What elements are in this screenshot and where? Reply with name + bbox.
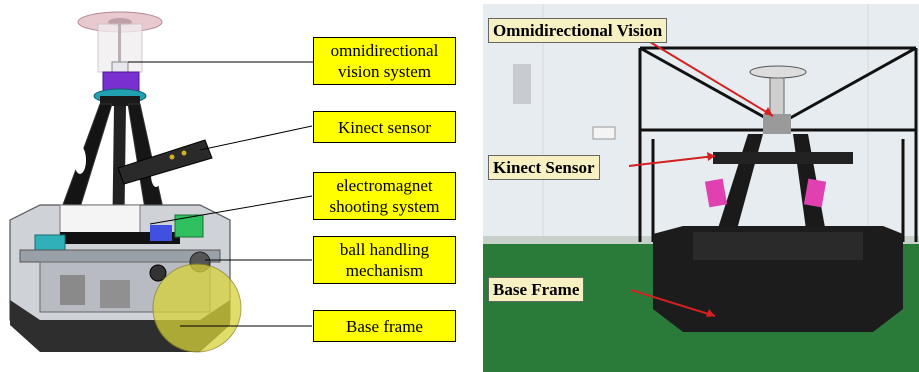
- number-tag-right: [803, 178, 827, 208]
- wall: [483, 4, 919, 244]
- label-omnidirectional-vision: omnidirectional vision system: [313, 37, 456, 85]
- wall-socket: [592, 126, 616, 140]
- leg-cutout-1: [74, 146, 86, 174]
- label-electromagnet: electromagnet shooting system: [313, 172, 456, 220]
- top-hub: [100, 96, 140, 106]
- photo-vision-tube: [769, 77, 785, 119]
- label-electromagnet-line2: shooting system: [329, 197, 440, 216]
- label-base-frame: Base frame: [313, 310, 456, 342]
- label-electromagnet-line1: electromagnet: [336, 176, 433, 195]
- number-tag-left: [704, 178, 728, 208]
- blue-part: [150, 225, 172, 241]
- electromagnet-leader: [149, 195, 313, 225]
- arrow-base: [630, 289, 716, 317]
- label-ball-line2: mechanism: [345, 261, 424, 280]
- arrow-kinect-head: [707, 152, 715, 161]
- motor-left: [60, 275, 85, 305]
- arrow-omni: [639, 35, 774, 117]
- label-ball-line1: ball handling: [339, 240, 430, 259]
- robot-photo: [483, 4, 919, 372]
- kinect-bar: [117, 139, 213, 185]
- kinect-leader: [199, 125, 313, 151]
- photo-label-base-frame: Base Frame: [488, 277, 585, 302]
- motor-center: [100, 280, 130, 308]
- arrow-base-head: [706, 309, 715, 317]
- label-ball-handling: ball handling mechanism: [313, 236, 456, 284]
- arrow-omni-head: [764, 107, 773, 116]
- photo-label-kinect-sensor: Kinect Sensor: [488, 155, 600, 180]
- photo-mirror: [749, 65, 807, 79]
- label-base-line1: Base frame: [346, 316, 423, 336]
- yellow-ball: [152, 263, 242, 353]
- robot-photo-panel: Omnidirectional Vision Kinect Sensor Bas…: [483, 4, 919, 372]
- label-omni-line2: vision system: [337, 62, 432, 81]
- handling-wheel-1: [149, 264, 167, 282]
- photo-label-omnidirectional-vision: Omnidirectional Vision: [488, 18, 668, 43]
- arrow-kinect: [628, 155, 716, 167]
- photo-kinect-bar: [713, 152, 853, 164]
- photo-camera: [763, 114, 791, 134]
- cage-frame: [638, 46, 918, 242]
- cad-diagram-panel: omnidirectional vision system Kinect sen…: [9, 11, 456, 353]
- electromagnet-coil: [59, 204, 141, 236]
- green-board: [174, 214, 204, 238]
- label-kinect-line1: Kinect sensor: [337, 117, 431, 137]
- wall-fixture: [513, 64, 531, 104]
- kinect-lens-2: [181, 150, 187, 156]
- cad-robot-drawing: [9, 11, 313, 353]
- label-omni-line1: omnidirectional: [330, 41, 439, 60]
- photo-inner-deck: [693, 232, 863, 260]
- label-kinect-sensor: Kinect sensor: [313, 111, 456, 143]
- kinect-lens-1: [169, 154, 175, 160]
- vision-rod: [118, 24, 121, 76]
